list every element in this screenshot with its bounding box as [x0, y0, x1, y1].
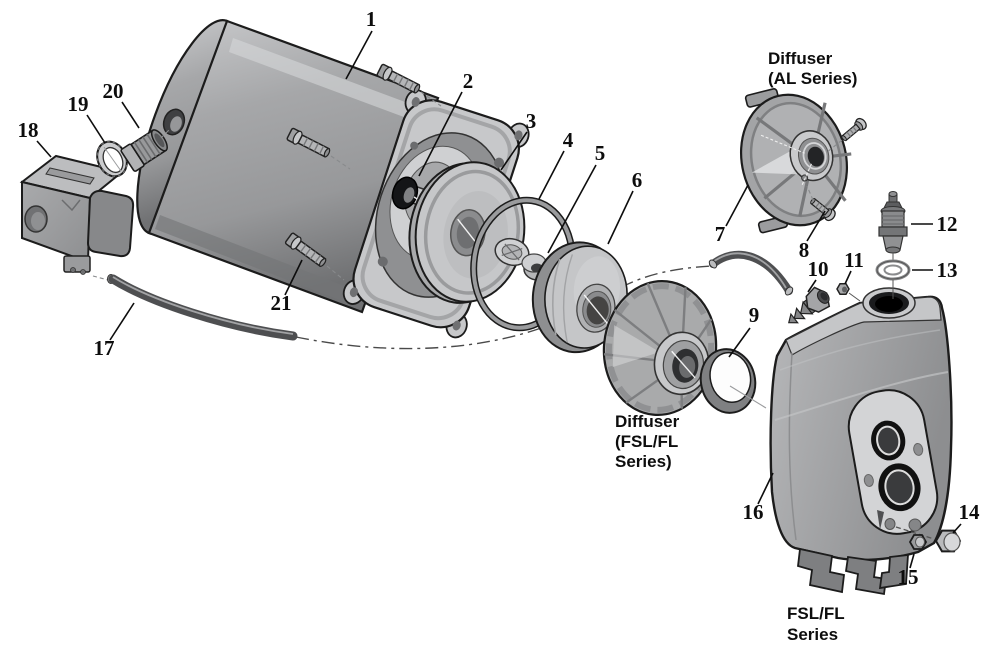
barb-fitting-part [788, 286, 831, 324]
callout-number-7: 7 [715, 222, 726, 246]
leader-line-6 [607, 190, 634, 245]
leader-line-14 [952, 523, 962, 534]
callout-number-18: 18 [18, 118, 39, 142]
callout-number-19: 19 [68, 92, 89, 116]
leader-line-21 [284, 259, 303, 296]
label-fsl-series-line1: FSL/FL [787, 604, 845, 623]
callout-number-13: 13 [937, 258, 958, 282]
assembly-axis-line [295, 265, 713, 350]
callout-number-20: 20 [103, 79, 124, 103]
callout-number-9: 9 [749, 303, 760, 327]
leader-line-1 [345, 30, 373, 80]
leader-line-10 [807, 279, 817, 293]
tube-right-segment [708, 250, 794, 296]
label-diffuser-al-line1: Diffuser [768, 49, 833, 68]
diffuser-screw [838, 115, 869, 145]
drain-plug-large-part [934, 529, 962, 553]
label-diffuser-fsl: Diffuser (FSL/FL Series) [615, 412, 680, 471]
label-fsl-series-line2: Series [787, 625, 838, 644]
callout-number-11: 11 [844, 248, 864, 272]
callout-number-21: 21 [271, 291, 292, 315]
leader-line-18 [36, 140, 52, 158]
callout-number-6: 6 [632, 168, 643, 192]
leader-line-5 [547, 164, 597, 254]
leader-line-8 [806, 210, 826, 242]
leader-line-9 [728, 327, 751, 358]
diffuser-fsl-part [602, 280, 718, 416]
impeller-part [531, 241, 628, 354]
callout-number-5: 5 [595, 141, 606, 165]
leader-line-17 [109, 302, 135, 341]
callout-number-2: 2 [463, 69, 474, 93]
callout-number-1: 1 [366, 7, 377, 31]
leader-line-20 [121, 101, 140, 129]
leader-line-15 [909, 553, 915, 569]
diffuser-seal-ring-part [699, 348, 757, 414]
leader-line-7 [725, 184, 749, 227]
callout-number-4: 4 [563, 128, 574, 152]
conduit-fitting-part [120, 129, 168, 172]
leader-line-3 [500, 131, 528, 171]
drain-plug-small-part [908, 534, 928, 550]
callout-number-14: 14 [959, 500, 981, 524]
label-diffuser-al-line2: (AL Series) [768, 69, 857, 88]
tube-left-segment [107, 274, 298, 341]
callout-number-16: 16 [743, 500, 764, 524]
pump-tank-part [769, 287, 953, 596]
callout-number-3: 3 [526, 109, 537, 133]
air-valve-part [878, 191, 908, 261]
callout-number-15: 15 [898, 565, 919, 589]
diffuser-al-part [739, 88, 852, 234]
tube-nut-part [836, 283, 850, 295]
callout-number-8: 8 [799, 238, 810, 262]
label-diffuser-al: Diffuser (AL Series) [768, 49, 857, 88]
label-diffuser-fsl-line3: Series) [615, 452, 672, 471]
label-diffuser-fsl-line2: (FSL/FL [615, 432, 678, 451]
leader-line-19 [86, 114, 106, 144]
pressure-switch-box-part [19, 154, 135, 281]
leader-line-11 [844, 270, 852, 285]
valve-oring-part [875, 259, 911, 299]
label-diffuser-fsl-line1: Diffuser [615, 412, 680, 431]
callout-number-10: 10 [808, 257, 829, 281]
label-fsl-series: FSL/FL Series [787, 604, 845, 644]
leader-line-16 [757, 472, 774, 505]
leader-line-4 [538, 150, 565, 200]
callout-number-17: 17 [94, 336, 115, 360]
leader-line-2 [418, 91, 463, 177]
callout-number-12: 12 [937, 212, 958, 236]
tank-port-flange [847, 389, 939, 535]
